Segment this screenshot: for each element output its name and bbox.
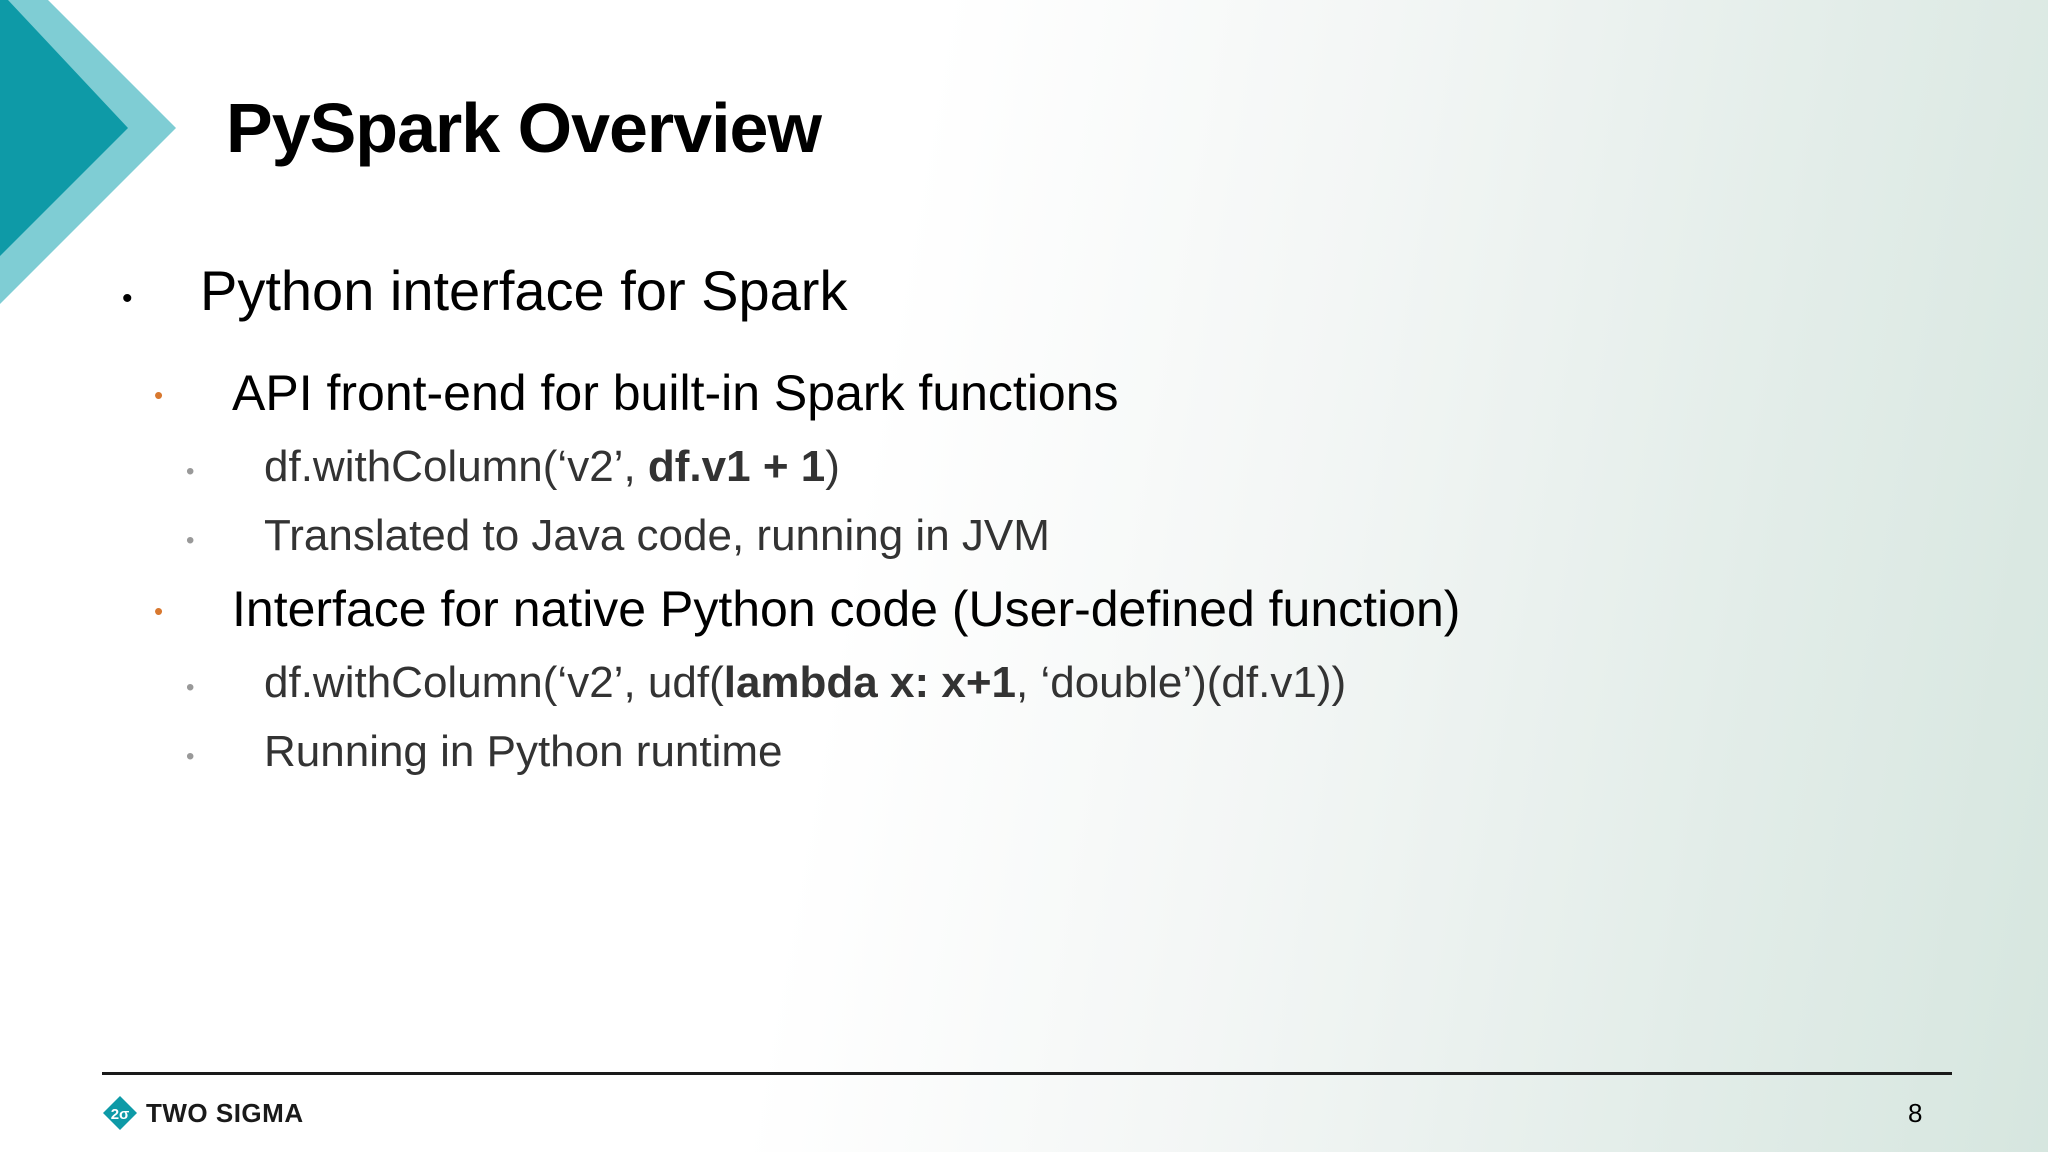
two-sigma-logo: 2σ TWO SIGMA bbox=[102, 1094, 304, 1132]
code-text-bold: df.v1 + 1 bbox=[647, 442, 826, 491]
bullet-level2-native-python: Interface for native Python code (User-d… bbox=[232, 581, 1461, 637]
bullet-dot: • bbox=[186, 674, 195, 701]
svg-text:2σ: 2σ bbox=[111, 1106, 130, 1123]
bullet-level3-code-example-udf: df.withColumn(‘v2’, udf(lambda x: x+1, ‘… bbox=[264, 658, 1346, 708]
corner-chevron-decoration bbox=[0, 0, 176, 304]
bullet-dot: • bbox=[186, 527, 195, 554]
footer-divider bbox=[102, 1072, 1952, 1075]
bullet-dot: • bbox=[186, 458, 195, 485]
two-sigma-logo-icon: 2σ bbox=[103, 1096, 137, 1130]
bullet-level3-translated-jvm: Translated to Java code, running in JVM bbox=[264, 511, 1050, 560]
slide-title: PySpark Overview bbox=[226, 89, 822, 167]
code-text: df.withColumn(‘v2’, udf( bbox=[264, 658, 724, 707]
bullet-level3-python-runtime: Running in Python runtime bbox=[264, 727, 783, 776]
brand-name: TWO SIGMA bbox=[146, 1097, 304, 1128]
code-text: ) bbox=[825, 442, 840, 491]
bullet-dot: • bbox=[122, 282, 133, 315]
page-number: 8 bbox=[1908, 1098, 1923, 1128]
bullet-dot: • bbox=[186, 743, 195, 770]
code-text: df.withColumn(‘v2’, bbox=[264, 442, 648, 491]
bullet-level3-code-example-builtin: df.withColumn(‘v2’, df.v1 + 1) bbox=[264, 442, 840, 492]
bullet-level2-api-frontend: API front-end for built-in Spark functio… bbox=[232, 365, 1119, 421]
bullet-level1-python-interface: Python interface for Spark bbox=[200, 259, 848, 322]
code-text-bold: lambda x: x+1 bbox=[723, 658, 1016, 707]
code-text: , ‘double’)(df.v1)) bbox=[1016, 658, 1347, 707]
bullet-dot: • bbox=[154, 380, 164, 410]
bullet-dot: • bbox=[154, 596, 164, 626]
